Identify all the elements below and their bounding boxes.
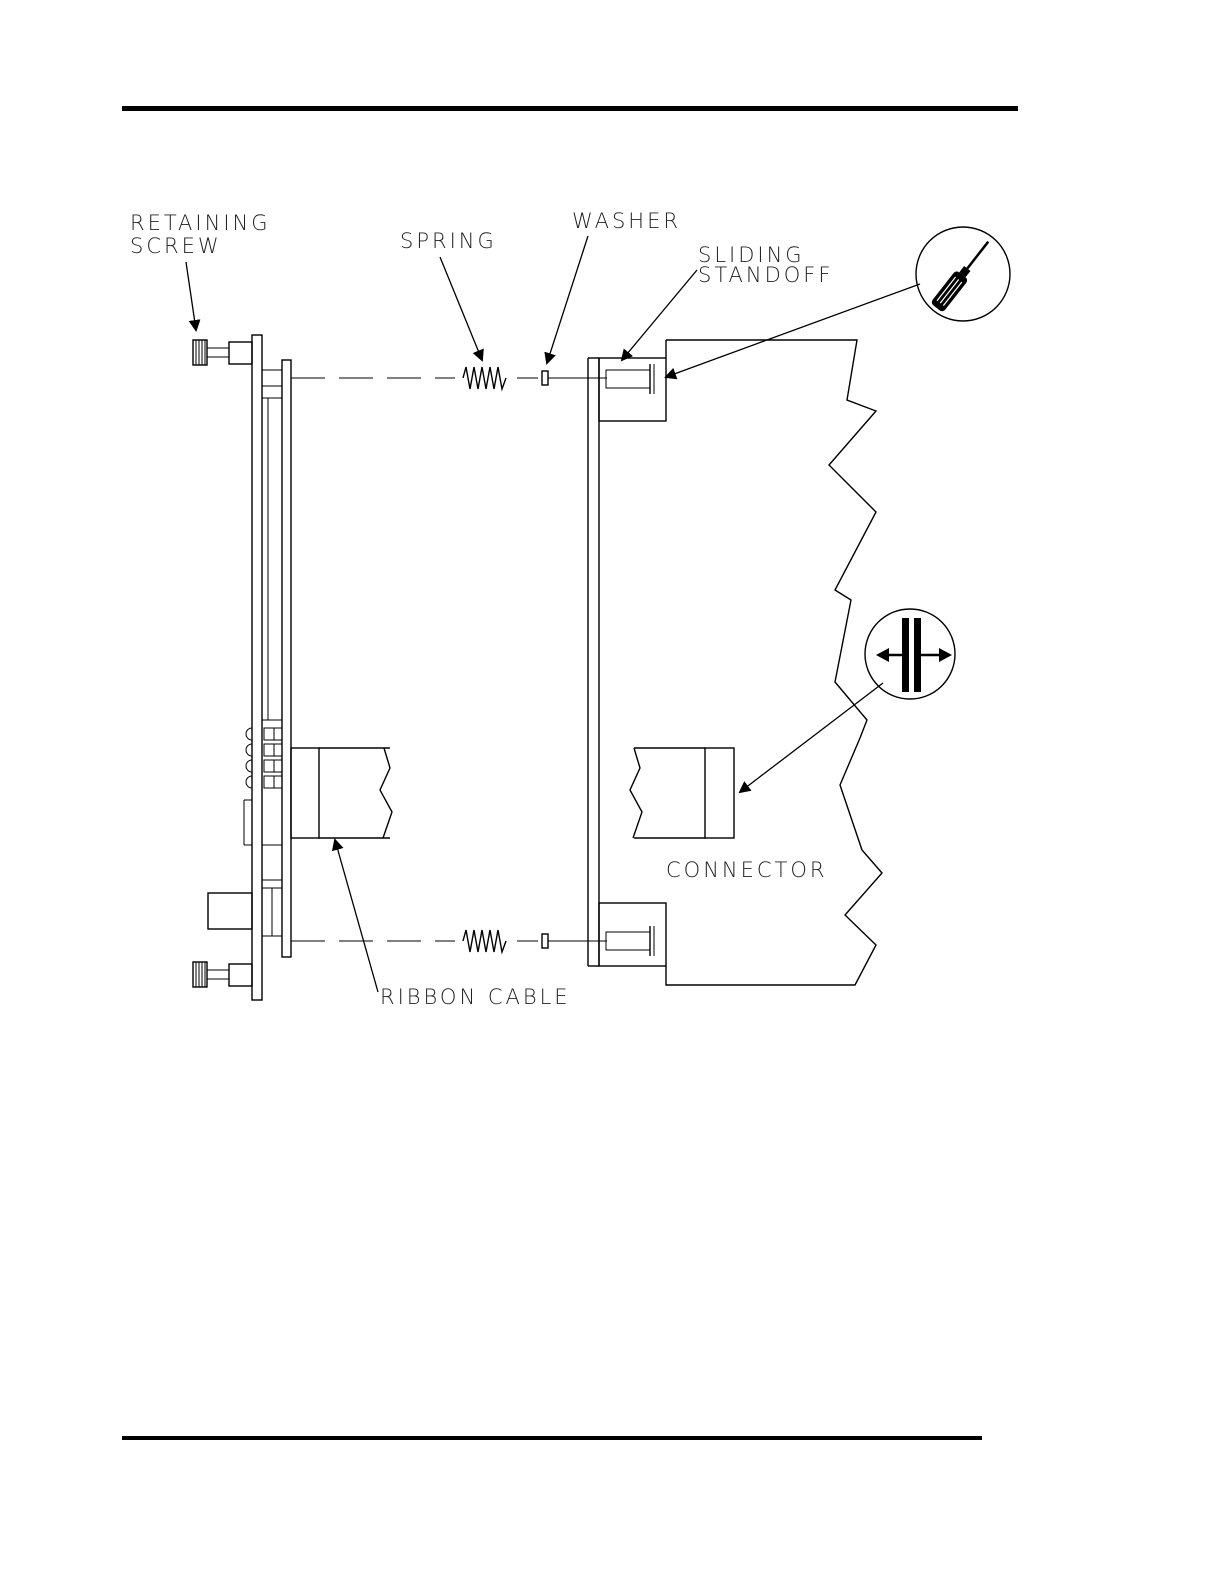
sliding-standoff-bottom — [606, 932, 650, 950]
front-panel — [252, 335, 262, 1000]
push-apart-icon — [865, 609, 955, 699]
ribbon-cable-label: RIBBON CABLE — [380, 985, 571, 1009]
retaining-screw-top — [193, 340, 252, 365]
spring-arrow — [440, 257, 482, 360]
connector-label: CONNECTOR — [666, 858, 828, 882]
standoff-block-bottom — [599, 903, 666, 966]
washer-arrow — [547, 236, 588, 363]
panel-switch — [208, 893, 252, 929]
ribbon-cable — [291, 748, 392, 838]
alignment-top — [291, 367, 607, 389]
retaining-screw-label-line2: SCREW — [130, 234, 222, 258]
standoff-block-top — [599, 358, 666, 421]
washer-bottom — [542, 934, 548, 948]
sliding-standoff-label-line2: STANDOFF — [698, 263, 833, 287]
screwdriver-icon — [916, 227, 1010, 321]
circuit-board — [282, 360, 291, 957]
board-components — [208, 728, 282, 936]
alignment-bottom — [291, 930, 607, 952]
spring-bottom — [463, 930, 506, 952]
washer-label: WASHER — [572, 209, 681, 233]
sliding-standoff-arrow — [622, 270, 697, 360]
connector-housing — [705, 748, 734, 838]
washer-top — [542, 371, 548, 385]
retaining-screw-arrow — [186, 262, 196, 330]
chassis — [588, 340, 882, 985]
spring-label: SPRING — [400, 229, 497, 253]
ribbon-cable-arrow — [335, 840, 378, 992]
screwdriver-arrow — [666, 284, 920, 377]
retaining-screw-label-line1: RETAINING — [130, 211, 271, 235]
chassis-connector — [630, 748, 734, 838]
indicator-bumps — [244, 728, 252, 845]
sliding-standoff-top — [606, 370, 650, 388]
spring-top — [463, 367, 506, 389]
connector-arrow — [740, 683, 883, 792]
retaining-screw-bottom — [193, 962, 252, 987]
circuit-board-assembly — [193, 335, 291, 1000]
ribbon-cable-plug — [291, 748, 319, 838]
